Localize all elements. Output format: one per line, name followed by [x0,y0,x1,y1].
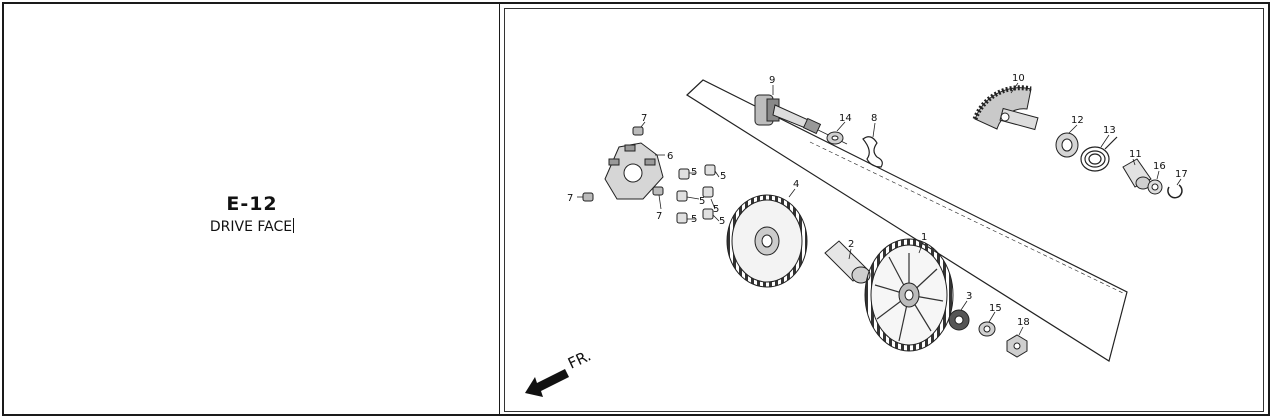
front-direction-indicator: FR. [525,346,594,397]
callout-9: 9 [769,75,775,86]
part-17-circlip [1167,184,1183,199]
part-9-shaft [754,94,822,135]
part-4-drive-plate [726,194,808,288]
callout-7b: 7 [567,193,573,204]
callout-5d: 5 [713,204,719,215]
part-6-ramp-plate [604,142,664,200]
part-11-sleeve [1122,158,1152,190]
part-14-washer [826,131,844,145]
assembly-axis-frame [686,79,1128,362]
callout-13: 13 [1103,125,1116,136]
callout-6: 6 [667,151,673,162]
callout-10: 10 [1012,73,1025,84]
part-12-bushing [1055,132,1079,158]
part-10-kick-gear [972,85,1039,131]
callout-7a: 7 [641,113,647,124]
part-3-ratchet [948,309,970,331]
callout-18: 18 [1017,317,1030,328]
callout-16: 16 [1153,161,1166,172]
callout-5e: 5 [691,214,697,225]
callout-4: 4 [793,179,799,190]
callout-14: 14 [839,113,852,124]
section-title-cell: E-12 DRIVE FACE [4,4,500,414]
section-name-wrapper[interactable]: DRIVE FACE [4,218,500,235]
callout-1: 1 [921,232,927,243]
axis-line-middle [809,141,1126,295]
part-5-rollers [676,164,716,224]
callout-5b: 5 [720,171,726,182]
callout-17: 17 [1175,169,1188,180]
callout-5f: 5 [719,216,725,227]
leader-lines [577,82,1182,336]
front-arrow-icon [525,369,569,397]
part-8-clip [862,136,883,168]
exploded-view-svg: 1 2 3 4 5 5 5 5 5 5 6 7 7 7 8 9 10 [525,73,1188,397]
exploded-view-diagram: 1 2 3 4 5 5 5 5 5 5 6 7 7 7 8 9 10 [504,8,1264,412]
callout-3: 3 [966,291,972,302]
callout-5a: 5 [691,167,697,178]
part-7-slider-top [632,126,644,136]
callout-11: 11 [1129,149,1142,160]
diagram-cell: 1 2 3 4 5 5 5 5 5 5 6 7 7 7 8 9 10 [500,4,1268,414]
section-code: E-12 [226,193,278,215]
callout-5c: 5 [699,196,705,207]
section-name: DRIVE FACE [209,219,293,235]
callout-7c: 7 [656,211,662,222]
part-15-washer [978,321,996,337]
callout-12: 12 [1071,115,1084,126]
part-7-slider-bottom [652,186,664,196]
part-1-drive-face [864,238,954,352]
part-7-slider-left [582,192,594,202]
text-cursor [293,218,295,233]
part-13-spring [1080,136,1118,172]
front-direction-label: FR. [565,346,594,372]
callout-labels: 1 2 3 4 5 5 5 5 5 5 6 7 7 7 8 9 10 [567,73,1188,328]
part-18-nut [1006,334,1028,358]
callout-8: 8 [871,113,877,124]
part-16-washer [1147,179,1163,195]
callout-15: 15 [989,303,1002,314]
callout-2: 2 [848,239,854,250]
